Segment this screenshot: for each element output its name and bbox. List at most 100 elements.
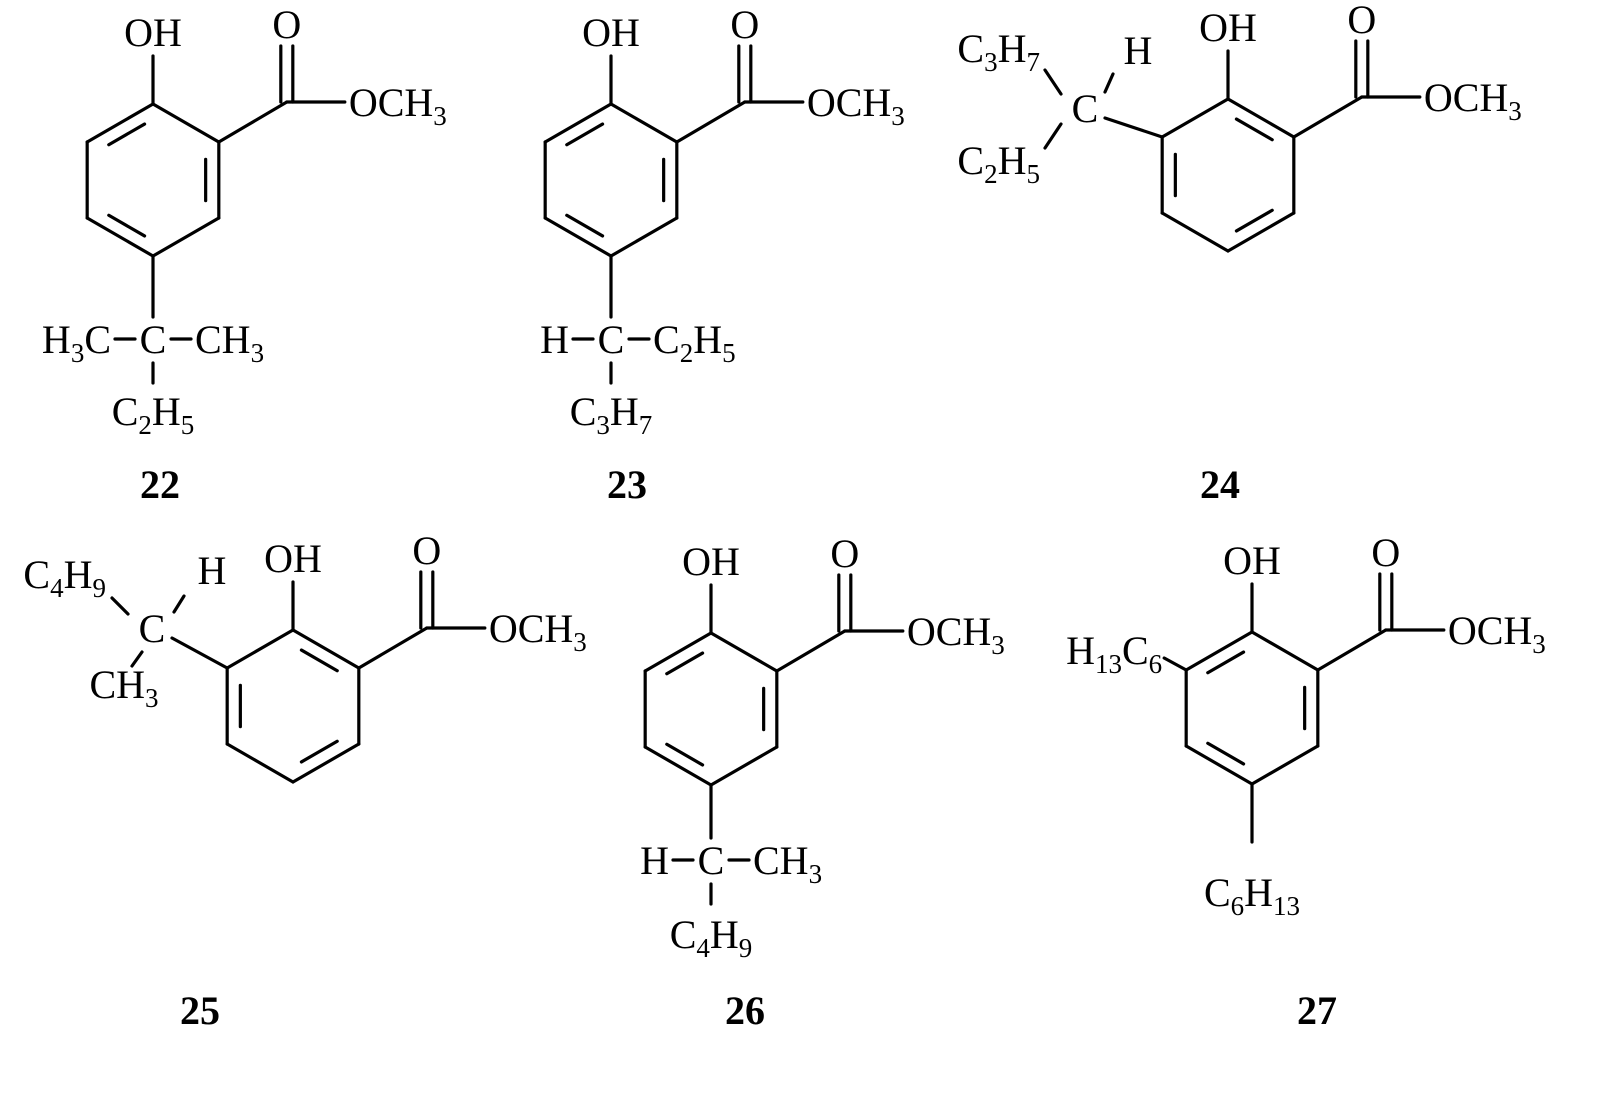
hydrogen-label: H [540, 317, 569, 362]
ester-bond [357, 626, 429, 670]
ring-bond [1226, 211, 1296, 253]
ring-bond [1250, 744, 1320, 786]
hydroxyl-label: OH [264, 536, 322, 581]
carbonyl-oxygen-label: O [1347, 0, 1376, 42]
quaternary-carbon-label: C [140, 317, 167, 362]
methoxy-label: OCH3 [1424, 75, 1522, 126]
substituent-bond [1043, 122, 1063, 150]
methyl-right-label: CH3 [195, 317, 264, 368]
substituent-bond [110, 596, 130, 616]
ring-double-bond [1206, 741, 1246, 766]
ring-bond [643, 631, 713, 673]
ester-bond [675, 100, 747, 144]
methoxy-label: OCH3 [1448, 608, 1546, 659]
ester-bond [1292, 95, 1364, 139]
ring-bond [1160, 211, 1230, 253]
methine-carbon-label: C [139, 606, 166, 651]
methine-carbon-label: C [698, 838, 725, 883]
ring-bond [291, 742, 361, 784]
substituent-bond [130, 650, 144, 668]
methoxy-label: OCH3 [907, 609, 1005, 660]
substituent-bond [1162, 656, 1188, 672]
ring-bond [151, 102, 221, 144]
ring-bond [225, 628, 295, 670]
hydroxyl-label: OH [682, 539, 740, 584]
hexyl-bottom-label: C6H13 [1204, 870, 1300, 921]
propyl-label: C3H7 [957, 26, 1040, 77]
ring-bond [709, 631, 779, 673]
carbonyl-oxygen-label: O [730, 2, 759, 47]
ring-bond [543, 216, 613, 258]
ring-double-bond [1206, 650, 1246, 675]
ring-bond [609, 102, 679, 144]
ethyl-label: C2H5 [957, 138, 1040, 189]
substituent-bond [1103, 116, 1164, 139]
ester-bond [1316, 628, 1388, 672]
ring-bond [225, 742, 295, 784]
ring-bond [291, 628, 361, 670]
methoxy-label: OCH3 [807, 80, 905, 131]
hexyl-left-label: H13C6 [1066, 628, 1162, 679]
butyl-label: C4H9 [23, 552, 106, 603]
ring-bond [609, 216, 679, 258]
ring-bond [1184, 630, 1254, 672]
methine-carbon-label: C [598, 317, 625, 362]
ring-bond [151, 216, 221, 258]
methoxy-label: OCH3 [489, 606, 587, 657]
methoxy-label: OCH3 [349, 80, 447, 131]
methyl-label: CH3 [753, 838, 822, 889]
carbonyl-oxygen-label: O [830, 531, 859, 576]
ring-double-bond [299, 739, 339, 764]
ring-bond [85, 102, 155, 144]
hydroxyl-label: OH [124, 10, 182, 55]
ring-bond [709, 745, 779, 787]
ring-bond [1226, 97, 1296, 139]
compound-number-25: 25 [180, 988, 220, 1033]
ring-double-bond [107, 213, 147, 238]
ring-double-bond [565, 122, 605, 147]
compound-number-27: 27 [1297, 988, 1337, 1033]
methine-carbon-label: C [1072, 86, 1099, 131]
carbonyl-oxygen-label: O [272, 2, 301, 47]
butyl-label: C4H9 [670, 912, 753, 963]
ring-bond [543, 102, 613, 144]
methyl-left-label: H3C [42, 317, 111, 368]
ring-double-bond [565, 213, 605, 238]
substituent-bond [1043, 68, 1063, 96]
ring-double-bond [299, 648, 339, 673]
ring-double-bond [1234, 208, 1274, 233]
ring-bond [1250, 630, 1320, 672]
ring-bond [85, 216, 155, 258]
carbonyl-oxygen-label: O [1371, 530, 1400, 575]
hydroxyl-label: OH [1199, 5, 1257, 50]
methyl-label: CH3 [89, 662, 158, 713]
hydrogen-label: H [1124, 28, 1153, 73]
hydroxyl-label: OH [582, 10, 640, 55]
hydroxyl-label: OH [1223, 538, 1281, 583]
compound-number-26: 26 [725, 988, 765, 1033]
ethyl-label: C2H5 [653, 317, 736, 368]
compound-number-22: 22 [140, 462, 180, 507]
hydrogen-label: H [198, 548, 227, 593]
ring-double-bond [665, 651, 705, 676]
compound-number-23: 23 [607, 462, 647, 507]
ring-double-bond [1234, 117, 1274, 142]
stereo-bond [172, 594, 186, 614]
ring-bond [643, 745, 713, 787]
ester-bond [775, 629, 847, 673]
ethyl-label: C2H5 [112, 389, 195, 440]
ester-bond [217, 100, 289, 144]
stereo-bond [1103, 72, 1115, 94]
substituent-bond [170, 636, 229, 670]
propyl-label: C3H7 [570, 389, 653, 440]
carbonyl-oxygen-label: O [412, 528, 441, 573]
ring-bond [1160, 97, 1230, 139]
compound-number-24: 24 [1200, 462, 1240, 507]
